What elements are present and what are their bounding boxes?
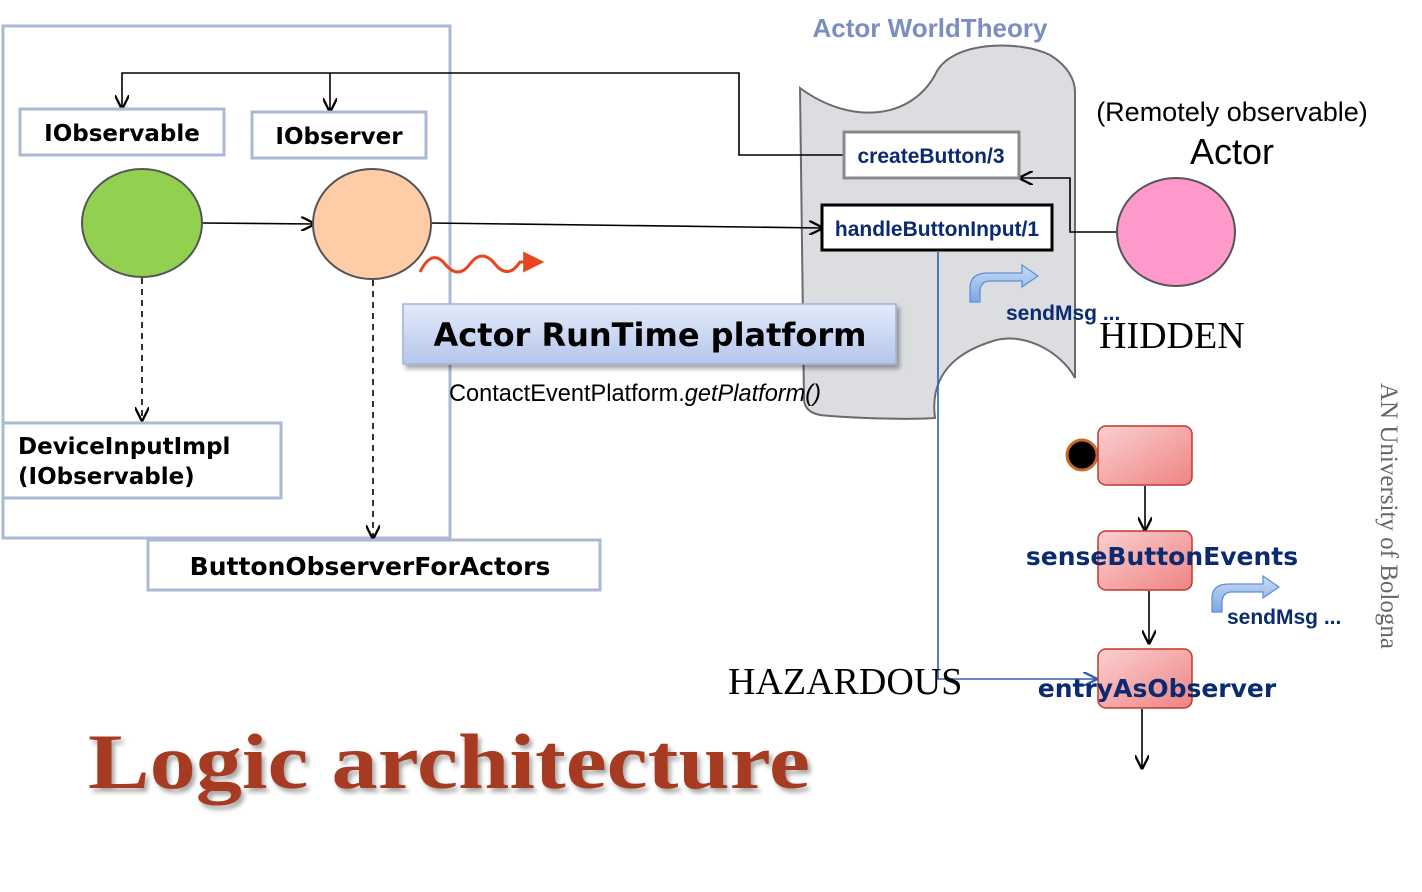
hazardous-link <box>937 252 1096 679</box>
remote-observable-caption: (Remotely observable) <box>1096 97 1368 127</box>
handle-button-input-box <box>820 203 1054 252</box>
iobservable-label: IObservable <box>44 121 200 147</box>
device-input-box <box>1 421 283 500</box>
university-side-text: AN University of Bologna <box>1375 383 1402 649</box>
iobserver-box <box>250 110 428 160</box>
hazardous-label: HAZARDOUS <box>728 661 962 703</box>
observable-to-observer-arrow <box>201 223 314 224</box>
runtime-platform-title: Actor RunTime platform <box>434 316 867 354</box>
create-button-box <box>842 130 1021 180</box>
runtime-platform-box <box>402 303 897 365</box>
device-input-label-line1: DeviceInputImpl <box>18 434 230 460</box>
actor-node <box>1116 177 1236 287</box>
event-wave <box>418 251 545 274</box>
button-observer-box <box>146 538 602 592</box>
create-button-link <box>122 72 843 156</box>
hidden-label: HIDDEN <box>1099 315 1245 357</box>
button-observer-label: ButtonObserverForActors <box>190 552 551 581</box>
state-send-msg-label: sendMsg ... <box>1227 606 1341 629</box>
actor-to-create-button-arrow <box>1020 178 1118 233</box>
state-send-arrow-icon <box>1211 574 1281 613</box>
world-send-arrow-icon <box>969 263 1040 303</box>
logic-architecture-title: Logic architecture <box>88 718 810 805</box>
observer-frame <box>1 24 452 540</box>
initial-state-box <box>1097 425 1193 486</box>
observable-node <box>81 168 203 278</box>
handle-button-input-label: handleButtonInput/1 <box>835 218 1039 241</box>
device-input-label-line2: (IObservable) <box>18 464 195 490</box>
entry-as-observer-state <box>1097 648 1193 709</box>
world-send-msg-label: sendMsg ... <box>1006 302 1120 325</box>
runtime-platform-call: ContactEventPlatform.getPlatform() <box>449 380 821 407</box>
actor-name: Actor <box>1190 131 1274 172</box>
initial-state-dot <box>1065 438 1099 472</box>
entry-as-observer-label: entryAsObserver <box>1038 674 1277 703</box>
sense-button-events-state <box>1097 530 1193 591</box>
iobservable-box <box>18 107 226 157</box>
sense-button-events-label: senseButtonEvents <box>1026 542 1298 571</box>
observer-node <box>312 168 432 280</box>
observer-to-handle-arrow <box>430 223 822 228</box>
world-theory-title: Actor WorldTheory <box>813 13 1049 43</box>
iobserver-label: IObserver <box>275 124 403 150</box>
create-button-label: createButton/3 <box>857 145 1004 168</box>
